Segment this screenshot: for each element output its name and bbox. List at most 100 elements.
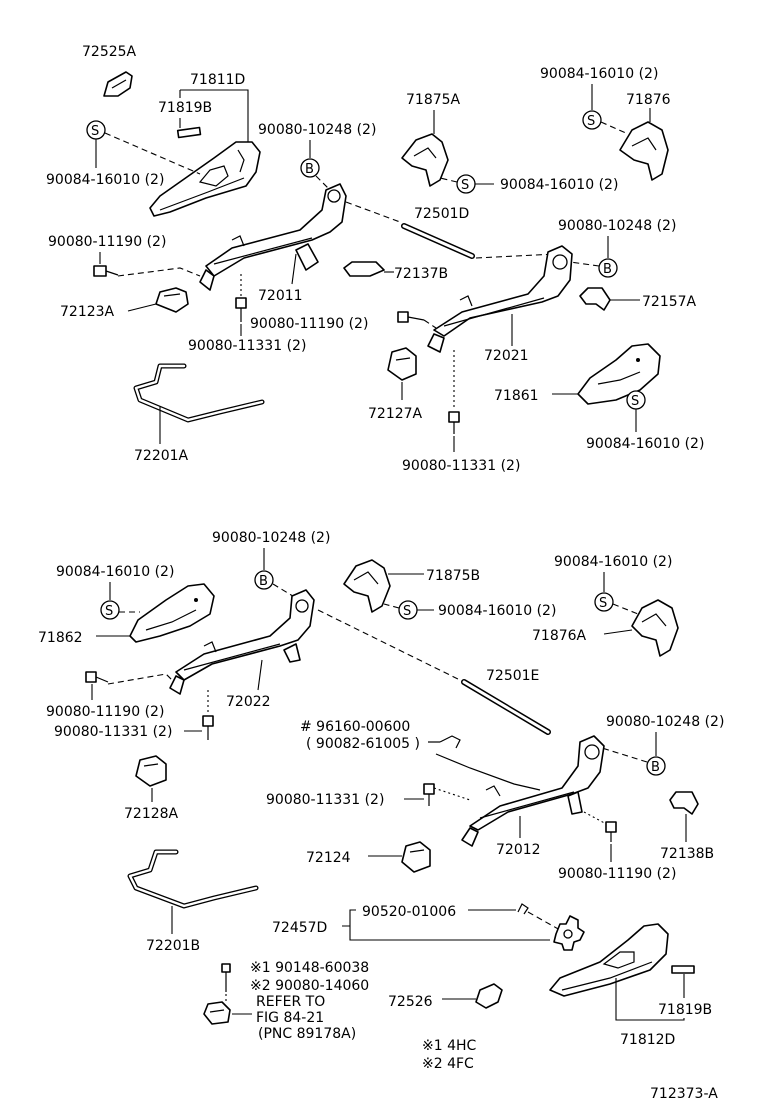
label-72021: 72021	[484, 348, 529, 364]
label-71862: 71862	[38, 630, 83, 646]
leader-71811D	[179, 89, 249, 150]
note-4HC: ※1 4HC	[422, 1038, 477, 1054]
part-72128A-block	[135, 755, 167, 787]
svg-text:S: S	[461, 178, 469, 193]
label-72501E: 72501E	[486, 668, 539, 684]
callout-S-90084-4: S	[626, 390, 646, 410]
label-90084-16010-5: 90084-16010 (2)	[56, 564, 174, 580]
label-90084-16010-1: 90084-16010 (2)	[46, 172, 164, 188]
part-72022-rail	[169, 589, 315, 695]
label-90520-01006: 90520-01006	[362, 904, 456, 920]
label-96160-00600: # 96160-00600	[300, 719, 410, 735]
part-71876-cover	[619, 121, 669, 181]
part-90148-screw	[221, 963, 231, 992]
label-90080-10248-b: 90080-10248 (2)	[558, 218, 676, 234]
label-72138B: 72138B	[660, 846, 714, 862]
callout-B-90080-10248-d: B	[646, 756, 666, 776]
part-71861-cover	[577, 343, 661, 405]
label-71875B: 71875B	[426, 568, 480, 584]
callout-S-90084-7: S	[594, 592, 614, 612]
part-90080-11331-bolt-c	[202, 715, 214, 740]
label-71875A: 71875A	[406, 92, 461, 108]
part-72127A-block	[387, 347, 417, 381]
callout-S-90084-3: S	[582, 110, 602, 130]
svg-text:S: S	[403, 604, 411, 619]
label-90084-16010-2: 90084-16010 (2)	[500, 177, 618, 193]
part-72137B-clip	[343, 261, 385, 277]
part-72157A-bracket	[579, 287, 611, 311]
label-72501D: 72501D	[414, 206, 469, 222]
part-90080-11190-bolt-d	[605, 821, 617, 842]
part-72501E-rod	[461, 679, 551, 735]
label-72526: 72526	[388, 994, 433, 1010]
part-71875A-cover	[401, 133, 449, 187]
part-71812D-cover	[549, 923, 669, 997]
refer-line-1: REFER TO	[256, 994, 325, 1010]
callout-S-90084-1: S	[86, 120, 106, 140]
label-72127A: 72127A	[368, 406, 423, 422]
svg-text:B: B	[259, 574, 268, 589]
label-71876: 71876	[626, 92, 671, 108]
label-72022: 72022	[226, 694, 271, 710]
label-72011: 72011	[258, 288, 303, 304]
callout-S-90084-2: S	[456, 174, 476, 194]
label-90084-16010-7: 90084-16010 (2)	[554, 554, 672, 570]
label-72128A: 72128A	[124, 806, 179, 822]
part-90080-11190-bolt-b	[397, 311, 425, 323]
figure-number: 712373-A	[650, 1086, 718, 1102]
part-72021-rail	[427, 245, 573, 353]
label-90082-61005: ( 90082-61005 )	[306, 736, 420, 752]
label-72137B: 72137B	[394, 266, 448, 282]
label-90148-60038: ※1 90148-60038	[250, 960, 369, 976]
part-72457D-knob	[553, 915, 585, 951]
refer-line-3: (PNC 89178A)	[258, 1026, 356, 1042]
part-71875B-cover	[343, 559, 391, 613]
callout-S-90084-5: S	[100, 600, 120, 620]
part-71876A-cover	[631, 599, 679, 657]
part-72525A-clip	[103, 71, 133, 97]
svg-text:S: S	[599, 596, 607, 611]
part-90080-11190-bolt-c	[85, 671, 109, 683]
label-90084-16010-3: 90084-16010 (2)	[540, 66, 658, 82]
callout-B-90080-10248-a: B	[300, 158, 320, 178]
part-72501D-rod	[401, 223, 475, 259]
svg-text:B: B	[651, 760, 660, 775]
label-72012: 72012	[496, 842, 541, 858]
label-90080-11331-d: 90080-11331 (2)	[266, 792, 384, 808]
label-71811D: 71811D	[190, 72, 245, 88]
label-71819B-bot: 71819B	[658, 1002, 712, 1018]
callout-B-90080-10248-c: B	[254, 570, 274, 590]
svg-text:B: B	[603, 262, 612, 277]
svg-text:S: S	[105, 604, 113, 619]
label-71812D: 71812D	[620, 1032, 675, 1048]
part-72011-rail	[199, 183, 347, 291]
part-refer-clip	[203, 1001, 231, 1025]
label-90080-11190-b: 90080-11190 (2)	[250, 316, 368, 332]
part-90080-11331-bolt-d	[423, 783, 435, 806]
leader-72457D	[342, 909, 550, 941]
label-90080-11190-d: 90080-11190 (2)	[558, 866, 676, 882]
part-90520-clip	[517, 903, 529, 915]
label-71876A: 71876A	[532, 628, 587, 644]
label-90084-16010-4: 90084-16010 (2)	[586, 436, 704, 452]
label-72201A: 72201A	[134, 448, 189, 464]
label-72123A: 72123A	[60, 304, 115, 320]
part-96160-spring	[428, 735, 461, 749]
label-90084-16010-6: 90084-16010 (2)	[438, 603, 556, 619]
part-71819B-top-pad	[176, 126, 202, 139]
part-72201B-wire	[127, 849, 259, 909]
label-90080-11190-c: 90080-11190 (2)	[46, 704, 164, 720]
callout-S-90084-6: S	[398, 600, 418, 620]
svg-text:S: S	[631, 394, 639, 409]
part-90080-11331-bolt-b	[448, 411, 460, 434]
label-72201B: 72201B	[146, 938, 200, 954]
label-90080-14060: ※2 90080-14060	[250, 978, 369, 994]
label-71819B-top: 71819B	[158, 100, 212, 116]
svg-text:S: S	[91, 124, 99, 139]
label-72157A: 72157A	[642, 294, 697, 310]
label-90080-11190-a: 90080-11190 (2)	[48, 234, 166, 250]
label-90080-11331-b: 90080-11331 (2)	[402, 458, 520, 474]
label-90080-11331-a: 90080-11331 (2)	[188, 338, 306, 354]
svg-text:B: B	[305, 162, 314, 177]
